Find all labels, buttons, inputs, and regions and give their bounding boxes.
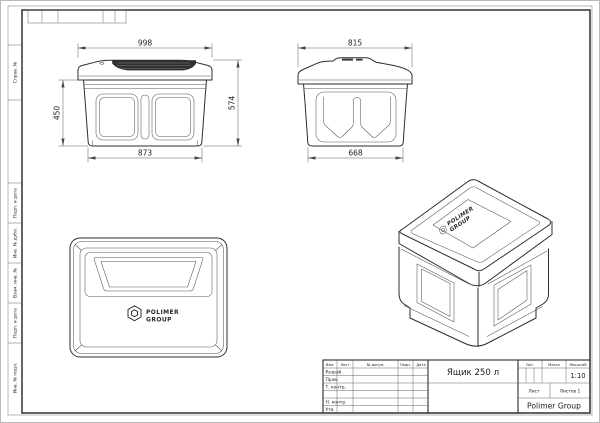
tb-company: Polimer Group	[527, 402, 581, 411]
isometric-view: POLIMER GROUP	[398, 179, 553, 347]
top-lid-edge	[79, 247, 218, 348]
iso-body-rim	[400, 248, 548, 337]
dim-side-width-top: 815	[348, 39, 363, 48]
front-body	[83, 79, 207, 147]
dimension-lines	[58, 43, 413, 163]
iso-lid-skirt	[398, 221, 553, 287]
polimer-logo-icon	[439, 225, 447, 235]
tb-sheets-label: Листов 1	[560, 388, 581, 394]
tb-mass-label: Масса	[548, 363, 559, 367]
dimension-arrows	[61, 46, 412, 160]
margin-dividers	[8, 44, 22, 344]
side-lid	[297, 57, 413, 85]
iso-lid-top	[399, 179, 552, 272]
arrow-icon	[236, 138, 240, 146]
margin-label-sprav: Справ. №	[13, 61, 19, 83]
arrow-icon	[298, 46, 306, 50]
tb-row-tkontr: Т. контр.	[325, 384, 346, 390]
arrow-icon	[236, 60, 240, 68]
arrow-icon	[204, 46, 212, 50]
top-trapezoid-inner	[100, 261, 197, 288]
top-trapezoid	[93, 257, 204, 292]
iso-body	[398, 246, 549, 347]
tb-scale-label: Масштаб	[569, 363, 587, 367]
sheet-outer-border	[7, 5, 593, 416]
top-logo-line1: POLIMER	[146, 309, 179, 316]
side-rib-pattern	[323, 96, 391, 138]
tb-row-nkontr: Н. контр.	[326, 399, 347, 405]
front-recess-right	[151, 93, 195, 141]
arrow-icon	[61, 138, 65, 146]
top-logo-line2: GROUP	[146, 317, 172, 324]
arrow-icon	[78, 46, 86, 50]
tb-scale-value: 1:10	[570, 372, 585, 380]
side-body	[303, 83, 408, 147]
iso-left-recess	[416, 263, 455, 323]
arrow-icon	[88, 156, 96, 160]
top-corner-marks	[74, 244, 223, 352]
top-outline-inner	[73, 241, 224, 354]
margin-label-inv-dubl: Инв. № дубл.	[12, 228, 19, 258]
dim-front-height-total: 574	[228, 96, 237, 111]
tb-col-podp: Подп.	[400, 363, 411, 367]
dim-front-width-bottom: 873	[138, 149, 153, 158]
tb-row-prov: Пров.	[326, 377, 339, 383]
polimer-logo-icon	[127, 305, 142, 322]
corner-stamp-dividers	[41, 10, 116, 23]
arrow-icon	[395, 156, 403, 160]
iso-right-recess	[493, 264, 532, 327]
dim-front-height-body: 450	[53, 106, 62, 121]
title-block-main-dividers	[427, 360, 519, 413]
tb-col-izm: Изм.	[326, 363, 334, 367]
tb-row-razrab: Разраб.	[326, 368, 343, 375]
front-recess-left	[95, 93, 139, 141]
tb-col-doc: № докум.	[367, 363, 385, 367]
front-lid-emboss-texture	[116, 62, 191, 69]
margin-label-vzam-inv: Взам. инв. №	[13, 268, 19, 298]
title-block: Изм. Лист № докум. Подп. Дата Разраб. Пр…	[322, 359, 591, 414]
margin-column: Справ. № Подп. и дата Инв. № дубл. Взам.…	[8, 44, 22, 393]
front-view	[77, 59, 213, 147]
title-block-grid	[323, 360, 590, 413]
dim-side-width-bottom: 668	[348, 149, 363, 158]
dim-front-width-top: 998	[138, 39, 153, 48]
tb-doc-title: Ящик 250 л	[447, 368, 499, 378]
arrow-icon	[308, 156, 316, 160]
side-recess	[315, 91, 397, 143]
front-recess-left-inner	[99, 97, 135, 137]
front-body-rim	[83, 84, 207, 89]
front-lid-emboss	[112, 60, 196, 71]
margin-label-inv-podl: Инв. № подл.	[13, 363, 19, 393]
top-outline	[69, 237, 228, 358]
margin-label-podp-data-1: Подп. и дата	[13, 188, 19, 218]
front-center-rib	[140, 94, 150, 140]
side-view	[297, 57, 413, 147]
corner-stamp-outline	[27, 9, 127, 24]
tb-sheet-label: Лист	[528, 388, 540, 394]
front-recess-right-inner	[155, 97, 191, 137]
corner-stamp	[27, 9, 127, 24]
top-view: POLIMER GROUP	[69, 237, 228, 358]
iso-logo: POLIMER GROUP	[439, 206, 475, 235]
margin-label-podp-data-2: Подп. и дата	[13, 308, 19, 338]
dimensions: 998 815 873 668 450 574	[53, 39, 413, 163]
tb-col-list: Лист	[340, 363, 349, 367]
arrow-icon	[61, 80, 65, 88]
front-feet	[92, 140, 198, 147]
title-block-outline	[322, 359, 591, 414]
tb-row-utv: Утв.	[326, 407, 335, 413]
tb-col-data: Дата	[416, 363, 425, 367]
side-lid-emboss	[342, 58, 363, 61]
top-panel	[84, 252, 213, 297]
iso-lid-panel	[432, 199, 512, 249]
tb-lit-label: Лит.	[526, 363, 534, 367]
iso-lid-inner	[410, 186, 540, 263]
arrow-icon	[194, 156, 202, 160]
arrow-icon	[404, 46, 412, 50]
top-logo: POLIMER GROUP	[127, 305, 179, 324]
sheet-frame	[21, 9, 591, 414]
front-lid-logo-mark	[99, 62, 105, 65]
